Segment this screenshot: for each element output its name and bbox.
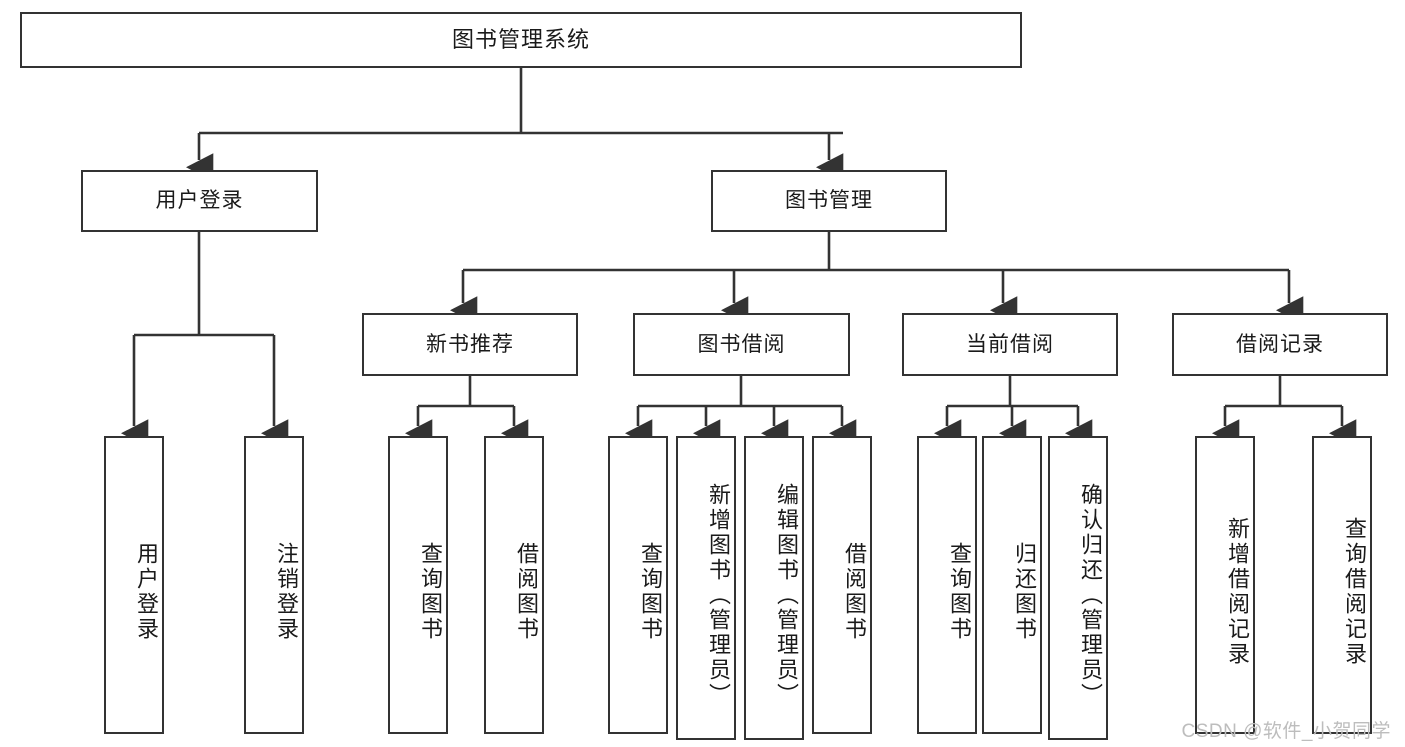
node-level1-图书管理[interactable]: 图书管理 [711,170,947,232]
node-leaf-图书借阅-查询图书[interactable]: 查询图书 [608,436,668,734]
node-leaf-当前借阅-确认归还管理员[interactable]: 确认归还（管理员） [1048,436,1108,740]
node-level2-借阅记录[interactable]: 借阅记录 [1172,313,1388,376]
node-leaf-借阅记录-查询借阅记录[interactable]: 查询借阅记录 [1312,436,1372,734]
node-root[interactable]: 图书管理系统 [20,12,1022,68]
node-leaf-用户登录-用户登录[interactable]: 用户登录 [104,436,164,734]
node-level2-图书借阅[interactable]: 图书借阅 [633,313,850,376]
watermark: CSDN @软件_小贺同学 [1181,721,1391,742]
node-leaf-图书借阅-编辑图书管理员[interactable]: 编辑图书（管理员） [744,436,804,740]
node-leaf-当前借阅-归还图书[interactable]: 归还图书 [982,436,1042,734]
node-leaf-新书推荐-查询图书[interactable]: 查询图书 [388,436,448,734]
node-leaf-图书借阅-借阅图书[interactable]: 借阅图书 [812,436,872,734]
node-leaf-图书借阅-新增图书管理员[interactable]: 新增图书（管理员） [676,436,736,740]
node-leaf-新书推荐-借阅图书[interactable]: 借阅图书 [484,436,544,734]
node-level1-用户登录[interactable]: 用户登录 [81,170,318,232]
node-leaf-用户登录-注销登录[interactable]: 注销登录 [244,436,304,734]
node-leaf-借阅记录-新增借阅记录[interactable]: 新增借阅记录 [1195,436,1255,734]
node-level2-新书推荐[interactable]: 新书推荐 [362,313,578,376]
node-level2-当前借阅[interactable]: 当前借阅 [902,313,1118,376]
node-leaf-当前借阅-查询图书[interactable]: 查询图书 [917,436,977,734]
